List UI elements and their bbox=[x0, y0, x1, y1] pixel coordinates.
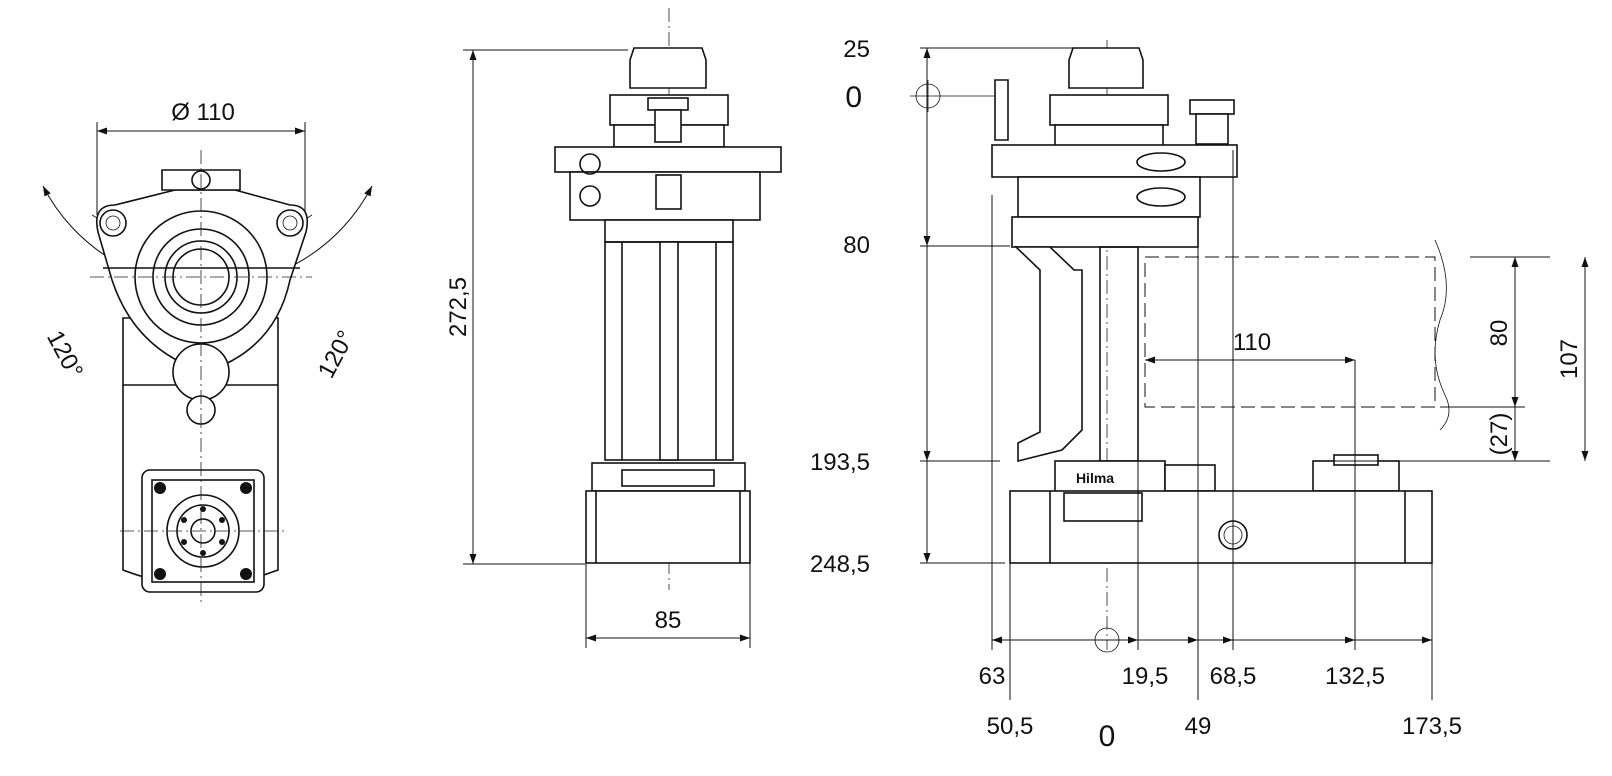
piston-rod bbox=[659, 241, 679, 461]
y-label-80: 80 bbox=[843, 232, 870, 259]
front-view: 272,5 85 bbox=[445, 8, 782, 648]
dimension-107-label: 107 bbox=[1556, 339, 1583, 379]
dimension-80-label: 80 bbox=[1486, 320, 1513, 347]
top-knob bbox=[629, 47, 707, 89]
x-label-50-5: 50,5 bbox=[987, 713, 1034, 740]
x-label-132-5: 132,5 bbox=[1325, 663, 1385, 690]
x-label-63: 63 bbox=[979, 663, 1006, 690]
y-label-248-5: 248,5 bbox=[810, 551, 870, 578]
y-label-0: 0 bbox=[845, 81, 862, 114]
stop-block bbox=[1312, 460, 1400, 492]
side-view: 25 0 80 193,5 248,5 bbox=[810, 36, 1589, 753]
adjust-bolt bbox=[1189, 99, 1235, 115]
brand-label: Hilma bbox=[1076, 470, 1114, 486]
width-label: 85 bbox=[655, 607, 682, 634]
x-label-68-5: 68,5 bbox=[1210, 663, 1257, 690]
height-label: 272,5 bbox=[445, 277, 472, 337]
side-main-plate bbox=[991, 144, 1238, 178]
base-block bbox=[585, 490, 751, 564]
y-label-25: 25 bbox=[843, 36, 870, 63]
side-top-knob bbox=[1068, 47, 1144, 89]
cylinder-top bbox=[604, 219, 734, 243]
x-label-173-5: 173,5 bbox=[1402, 713, 1462, 740]
swing-arm bbox=[1014, 246, 1083, 463]
main-plate bbox=[554, 146, 782, 173]
brand-block bbox=[1054, 460, 1166, 494]
y-label-193-5: 193,5 bbox=[810, 449, 870, 476]
bolt-hole-left bbox=[99, 209, 127, 237]
angle-label-right: 120° bbox=[313, 326, 360, 383]
x-label-0: 0 bbox=[1099, 720, 1116, 753]
dimension-110-label: 110 bbox=[1233, 329, 1271, 356]
bolt-hole-right bbox=[276, 209, 304, 237]
diameter-label: Ø 110 bbox=[171, 99, 235, 126]
x-label-49: 49 bbox=[1185, 713, 1212, 740]
square-flange-bore bbox=[166, 494, 240, 568]
x-label-19-5: 19,5 bbox=[1122, 663, 1169, 690]
top-view: Ø 110 120° 120° bbox=[41, 99, 373, 605]
side-column bbox=[1099, 246, 1139, 462]
angle-label-left: 120° bbox=[41, 326, 88, 383]
dimension-27-label: (27) bbox=[1486, 413, 1513, 456]
workpiece-outline bbox=[1144, 256, 1436, 408]
clamp-lever bbox=[994, 79, 1009, 141]
lug-bolt bbox=[191, 170, 211, 190]
